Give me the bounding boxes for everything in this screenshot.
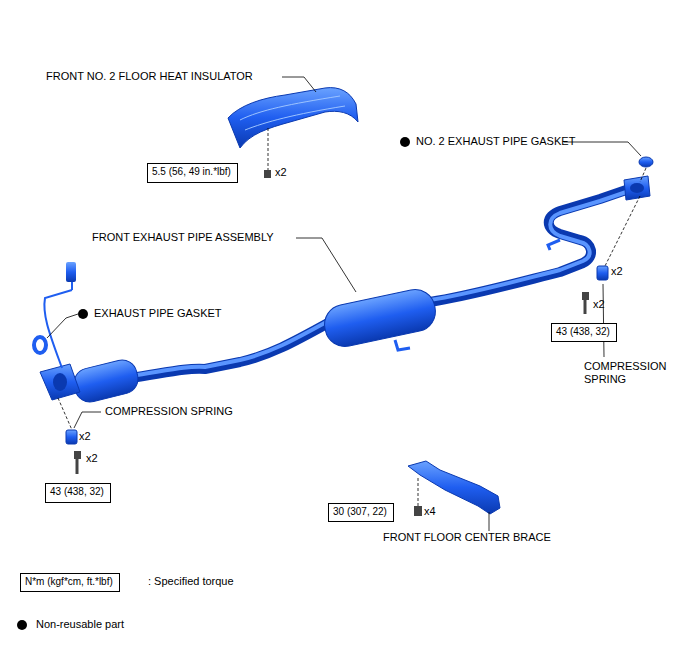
torque-box: 43 (438, 32): [45, 483, 111, 503]
part-name: NO. 2 EXHAUST PIPE GASKET: [416, 135, 575, 148]
torque-value: N*m (kgf*cm, ft.*lbf): [25, 576, 113, 587]
quantity-mark: x2: [611, 265, 623, 278]
quantity-mark: x2: [593, 298, 605, 311]
legend-text: : Specified torque: [148, 575, 234, 588]
part-name: EXHAUST PIPE GASKET: [94, 307, 222, 320]
part-name: COMPRESSION SPRING: [105, 405, 233, 418]
heat-insulator: [228, 88, 358, 148]
part-name: FRONT NO. 2 FLOOR HEAT INSULATOR: [46, 70, 253, 83]
torque-box: 5.5 (56, 49 in.*lbf): [147, 163, 238, 183]
torque-box: 30 (307, 22): [328, 503, 394, 522]
torque-box: 43 (438, 32): [551, 323, 617, 342]
torque-value: 43 (438, 32): [556, 326, 610, 337]
part-name: FRONT EXHAUST PIPE ASSEMBLY: [92, 231, 274, 244]
torque-box: N*m (kgf*cm, ft.*lbf): [20, 573, 120, 592]
part-name: FRONT FLOOR CENTER BRACE: [383, 531, 551, 544]
legend-text: Non-reusable part: [36, 618, 124, 631]
quantity-mark: x4: [424, 505, 436, 518]
quantity-mark: x2: [79, 430, 91, 443]
torque-value: 43 (438, 32): [50, 486, 104, 497]
part-name: COMPRESSION SPRING: [584, 360, 674, 386]
quantity-mark: x2: [86, 452, 98, 465]
legend-dot: [17, 620, 27, 630]
quantity-mark: x2: [275, 166, 287, 179]
torque-value: 5.5 (56, 49 in.*lbf): [152, 166, 231, 177]
torque-value: 30 (307, 22): [333, 506, 387, 517]
